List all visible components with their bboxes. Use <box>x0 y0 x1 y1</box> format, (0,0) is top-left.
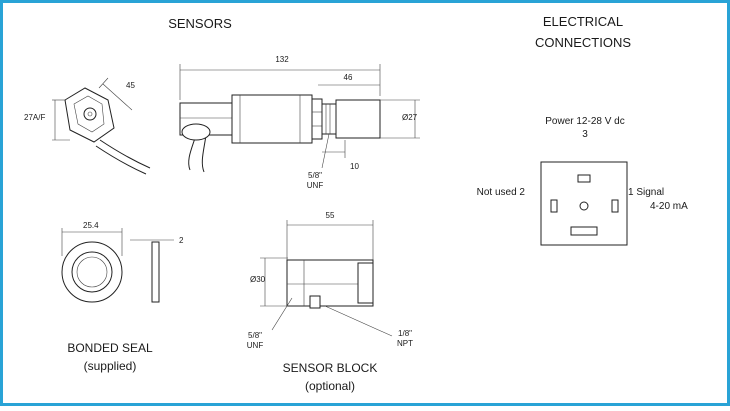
cable-upper <box>99 139 151 169</box>
electrical-title-line2: CONNECTIONS <box>535 35 631 50</box>
dim-overall-length: 132 <box>275 55 289 64</box>
seal-outer <box>61 241 123 303</box>
hex-nut <box>311 98 323 140</box>
power-pin: 3 <box>582 129 588 140</box>
pin-2 <box>550 199 558 213</box>
dim-line-45 <box>102 83 133 111</box>
dim-seal-thickness: 2 <box>179 236 184 245</box>
side-cable-b <box>201 134 207 173</box>
sensor-block-title: SENSOR BLOCK <box>283 361 378 375</box>
dim-seal-diameter: 25.4 <box>83 221 99 230</box>
dim-ext-45a <box>98 77 109 89</box>
earth-pin <box>579 201 589 211</box>
dim-tip: 10 <box>350 162 359 171</box>
hex-head <box>64 87 115 143</box>
signal-label: 1 Signal <box>628 187 664 198</box>
dim-head-width: 45 <box>126 81 135 90</box>
dim-thread-type: UNF <box>307 181 324 190</box>
dim-diameter: Ø27 <box>402 113 418 122</box>
dim-across-flats: 27A/F <box>24 113 45 122</box>
seal-inner <box>71 251 113 293</box>
not-used-label: Not used 2 <box>477 187 526 198</box>
probe <box>335 99 381 139</box>
electrical-title-line1: ELECTRICAL <box>543 14 623 29</box>
sensor-block-drawing: 55 Ø30 5/8" UNF 1/8" NPT <box>247 211 413 350</box>
cable-lower <box>95 145 147 175</box>
bonded-seal-title: BONDED SEAL <box>67 341 153 355</box>
sensor-side-view: 132 46 Ø27 10 5/8" <box>179 55 420 190</box>
sensor-block-subtitle: (optional) <box>305 379 355 393</box>
bonded-seal-drawing: 25.4 2 <box>61 221 184 303</box>
cable-gland <box>181 123 211 141</box>
power-label: Power 12-28 V dc <box>545 116 625 127</box>
dim-block-diameter: Ø30 <box>250 275 266 284</box>
block-thread-right-type: NPT <box>397 339 413 348</box>
head-screw-center <box>87 111 93 117</box>
block-thread-right-size: 1/8" <box>398 329 412 338</box>
block-bottom-port <box>309 295 321 309</box>
signal-range: 4-20 mA <box>650 201 688 212</box>
leader-block-left <box>271 297 293 331</box>
head-screw <box>83 107 97 121</box>
block-thread-left-type: UNF <box>247 341 264 350</box>
dim-probe-length: 46 <box>344 73 353 82</box>
sensors-title: SENSORS <box>168 16 232 31</box>
connector-face <box>540 161 628 246</box>
dim-thread-size: 5/8" <box>308 171 322 180</box>
sensor-head-view: 45 27A/F <box>24 77 151 175</box>
bonded-seal-subtitle: (supplied) <box>84 359 137 373</box>
hex-head-inner <box>73 95 105 133</box>
seal-bore <box>76 256 108 288</box>
seal-side <box>151 241 160 303</box>
key-slot <box>570 226 598 236</box>
thread-section <box>321 103 337 135</box>
dim-block-length: 55 <box>326 211 335 220</box>
pin-1 <box>611 199 619 213</box>
leader-block-right <box>324 305 393 337</box>
block-end <box>357 262 374 304</box>
block-thread-left-size: 5/8" <box>248 331 262 340</box>
pin-3 <box>577 174 591 183</box>
leader-thread <box>321 133 330 169</box>
